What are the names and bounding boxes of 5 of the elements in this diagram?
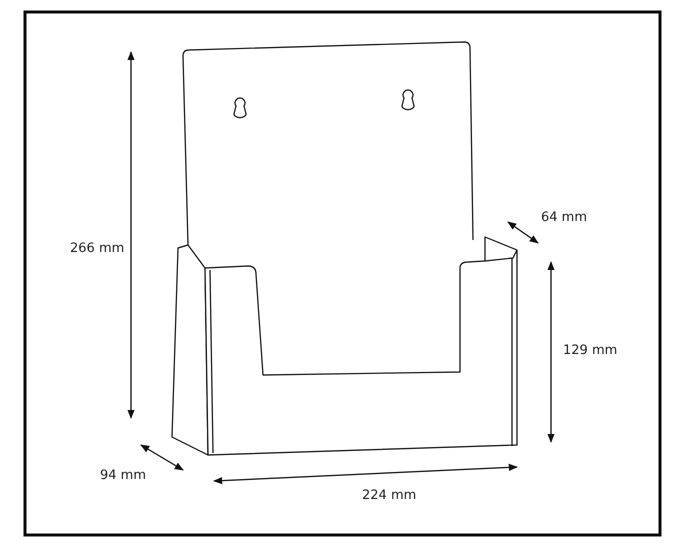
dimension-label: 94 mm [100, 468, 146, 483]
dimension-label: 129 mm [563, 343, 618, 358]
dimension-label: 266 mm [70, 241, 124, 256]
dimension-label: 64 mm [541, 210, 588, 225]
dimension-label: 224 mm [362, 488, 416, 503]
